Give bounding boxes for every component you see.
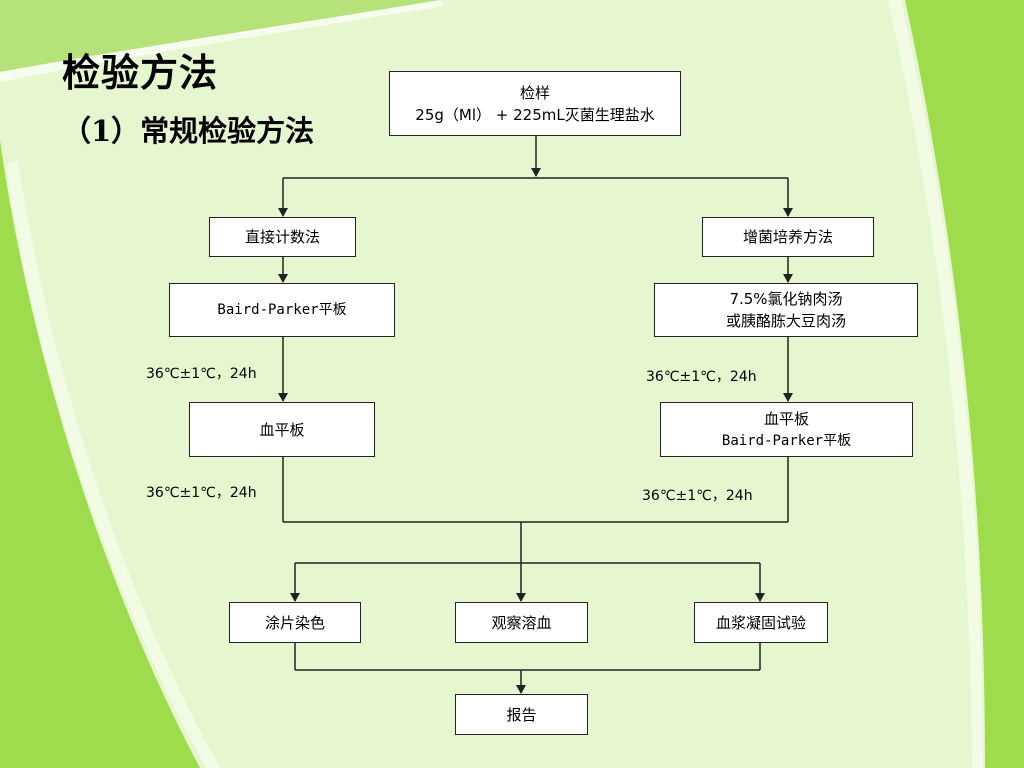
blood-and-bp-plates-box: 血平板 Baird-Parker平板	[660, 402, 913, 457]
right-incubation-2: 36℃±1℃，24h	[642, 488, 753, 504]
left-swoosh-highlight	[6, 160, 220, 768]
right-incubation-1: 36℃±1℃，24h	[646, 369, 757, 385]
top-swoosh	[0, 0, 440, 72]
broth-box: 7.5%氯化钠肉汤 或胰酪胨大豆肉汤	[654, 283, 918, 337]
baird-parker-plate-label-right: Baird-Parker平板	[721, 432, 852, 449]
left-incubation-1: 36℃±1℃，24h	[146, 366, 257, 382]
top-swoosh-highlight	[0, 0, 445, 82]
page-subtitle: （1）常规检验方法	[62, 114, 315, 148]
baird-parker-plate-box: Baird-Parker平板	[169, 283, 395, 337]
sample-dilution: 25g（Ml） + 225mL灭菌生理盐水	[415, 105, 655, 124]
enrichment-label: 增菌培养方法	[742, 228, 833, 246]
right-swoosh	[905, 0, 1024, 768]
coagulase-test-box: 血浆凝固试验	[694, 602, 828, 643]
sample-label: 检样	[519, 83, 550, 102]
broth-label-line2: 或胰酪胨大豆肉汤	[725, 312, 846, 330]
report-box: 报告	[455, 694, 588, 735]
direct-count-label: 直接计数法	[244, 228, 320, 246]
hemolysis-box: 观察溶血	[455, 602, 588, 643]
blood-plate-label-right: 血平板	[763, 409, 809, 428]
sample-box: 检样 25g（Ml） + 225mL灭菌生理盐水	[389, 71, 681, 136]
enrichment-box: 增菌培养方法	[702, 217, 874, 257]
coagulase-test-label: 血浆凝固试验	[715, 613, 806, 632]
report-label: 报告	[506, 705, 537, 724]
right-swoosh-highlight	[888, 0, 983, 768]
left-incubation-2: 36℃±1℃，24h	[146, 485, 257, 501]
blood-plate-label: 血平板	[259, 420, 305, 439]
broth-label-line1: 7.5%氯化钠肉汤	[729, 290, 843, 308]
direct-count-box: 直接计数法	[209, 217, 356, 257]
smear-stain-label: 涂片染色	[264, 613, 325, 632]
blood-plate-box: 血平板	[189, 402, 375, 457]
page-title: 检验方法	[62, 50, 219, 95]
smear-stain-box: 涂片染色	[229, 602, 361, 643]
hemolysis-label: 观察溶血	[491, 613, 552, 632]
baird-parker-plate-label: Baird-Parker平板	[217, 302, 347, 318]
left-swoosh	[0, 140, 200, 768]
